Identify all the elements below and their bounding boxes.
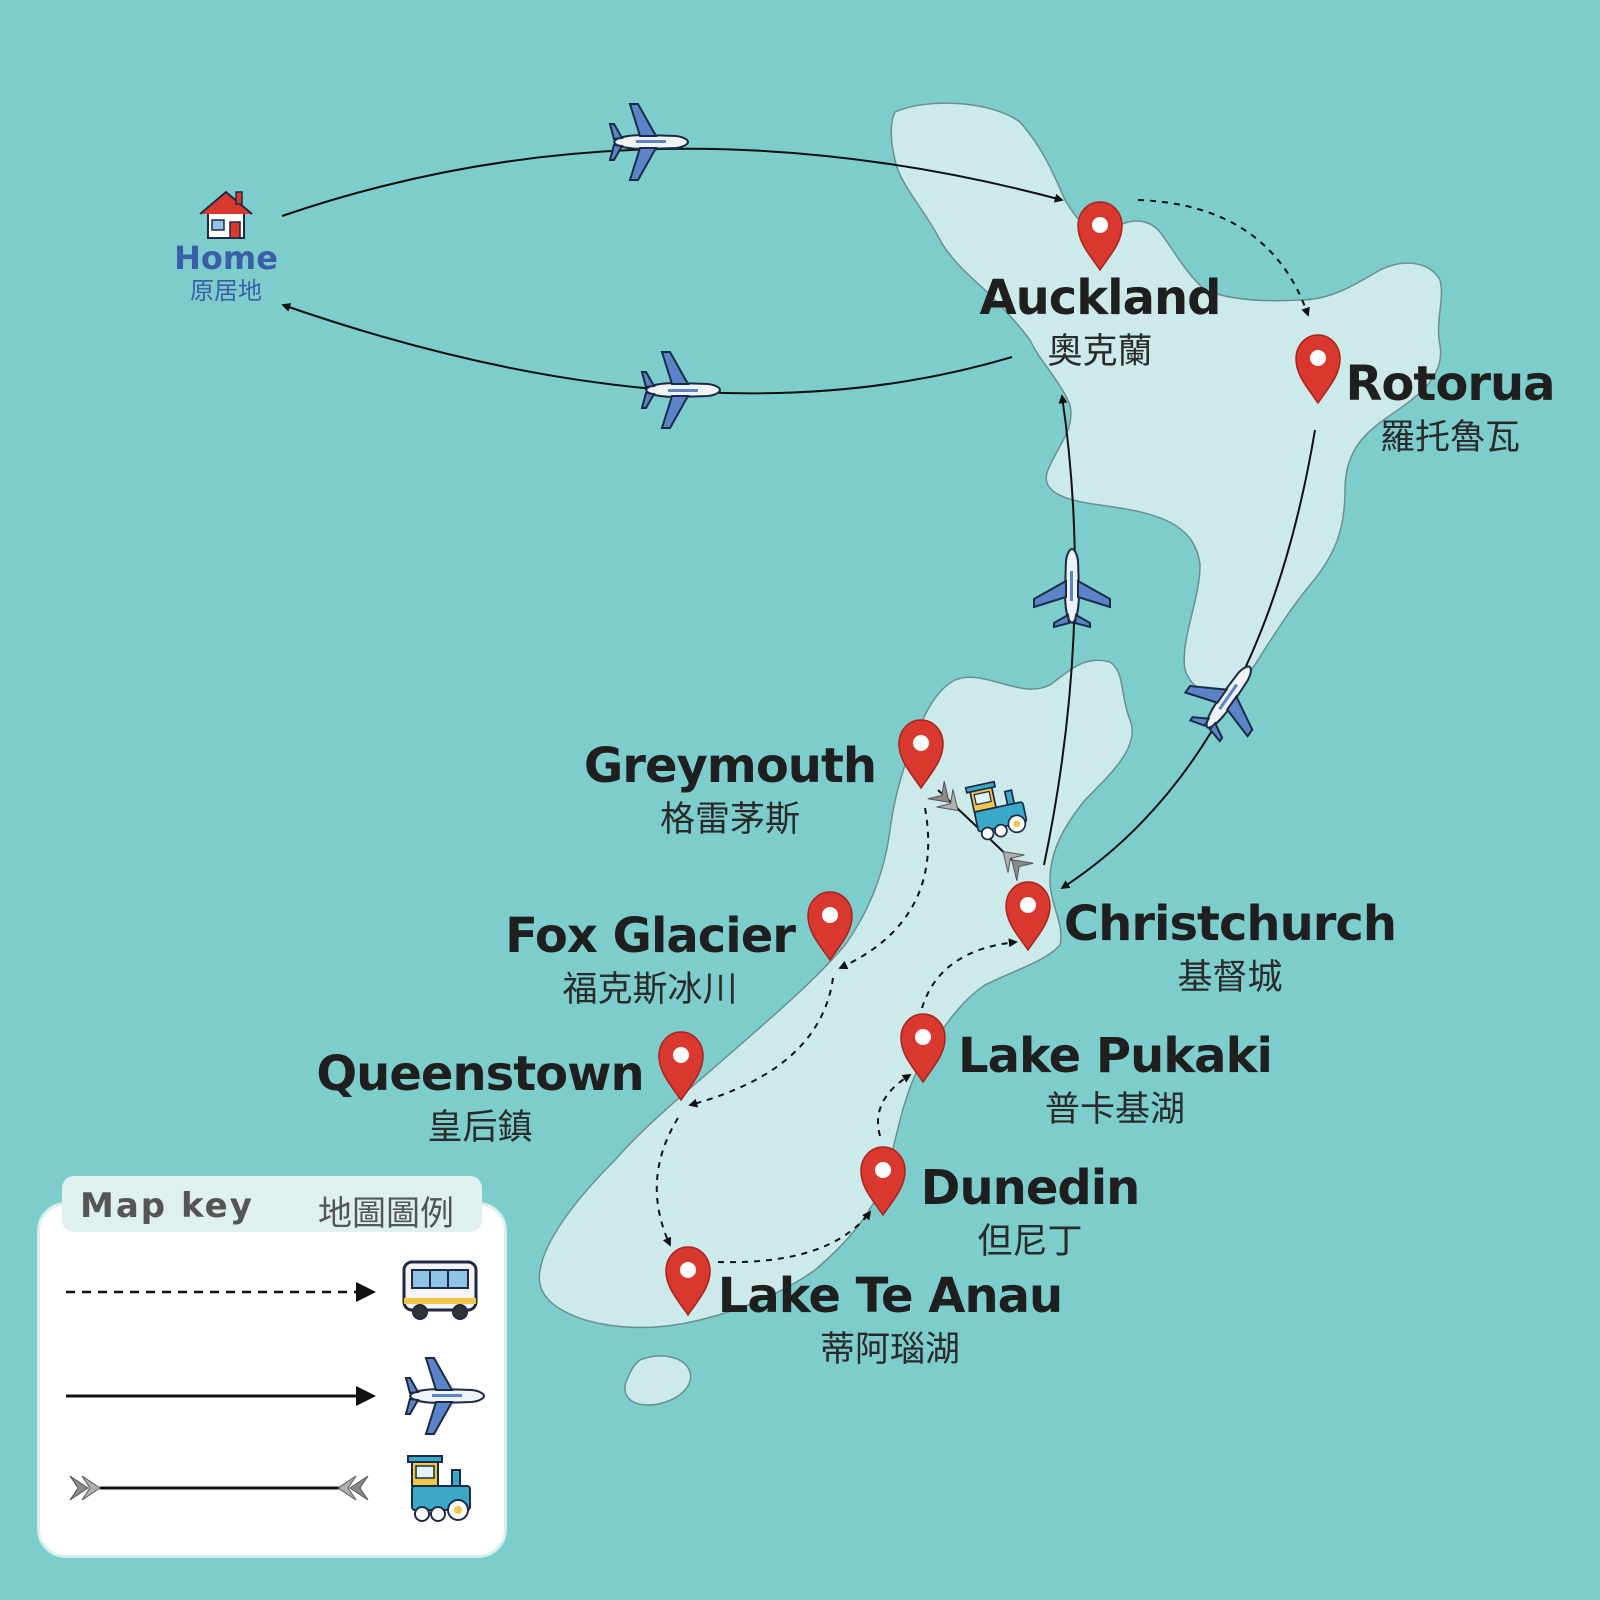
north-island [890, 102, 1443, 694]
place-name-zh: 普卡基湖 [1044, 1090, 1185, 1130]
route-teanau-dunedin [717, 1210, 872, 1264]
plane-icon [641, 351, 721, 429]
plane-icon [1033, 548, 1111, 628]
plane-icon [609, 103, 689, 181]
home-name-zh: 原居地 [190, 277, 262, 305]
place-name-zh: 福克斯冰川 [562, 970, 738, 1010]
place-name: Christchurch [1063, 896, 1397, 952]
place-name: Lake Te Anau [717, 1268, 1063, 1324]
place-name: Auckland [979, 270, 1221, 326]
place-name-zh: 格雷茅斯 [659, 800, 800, 840]
label-dunedin: Dunedin 但尼丁 [910, 1162, 1150, 1264]
stewart-island [624, 1355, 692, 1406]
place-name-zh: 但尼丁 [977, 1222, 1083, 1262]
label-queenstown: Queenstown 皇后鎮 [310, 1048, 650, 1150]
route-pukaki-christchurch [921, 938, 1018, 1009]
route-dunedin-pukaki [877, 1074, 912, 1137]
place-name-zh: 奧克蘭 [1047, 332, 1153, 372]
label-greymouth: Greymouth 格雷茅斯 [580, 740, 880, 842]
label-rotorua: Rotorua 羅托魯瓦 [1330, 358, 1570, 460]
route-greymouth-foxglacier [838, 807, 930, 970]
route-christchurch-auckland [1043, 394, 1076, 866]
label-lake-te-anau: Lake Te Anau 蒂阿瑙湖 [710, 1270, 1070, 1372]
place-name: Dunedin [920, 1160, 1141, 1216]
place-name-zh: 羅托魯瓦 [1379, 418, 1520, 458]
route-foxglacier-queenstown [688, 977, 834, 1108]
map-key-title: Map key [80, 1186, 254, 1226]
map-key-title-zh: 地圖圖例 [318, 1194, 454, 1234]
label-christchurch: Christchurch 基督城 [1050, 898, 1410, 1000]
place-name: Lake Pukaki [958, 1028, 1273, 1084]
label-lake-pukaki: Lake Pukaki 普卡基湖 [950, 1030, 1280, 1132]
place-name: Rotorua [1345, 356, 1555, 412]
place-name: Fox Glacier [505, 908, 796, 964]
place-name: Queenstown [316, 1046, 644, 1102]
place-name: Greymouth [583, 738, 877, 794]
place-name-zh: 皇后鎮 [427, 1108, 533, 1148]
map-key [40, 1205, 504, 1555]
home-label: Home 原居地 [150, 240, 302, 306]
label-auckland: Auckland 奧克蘭 [950, 272, 1250, 374]
place-name-zh: 基督城 [1177, 958, 1283, 998]
route-queenstown-teanau [655, 1117, 679, 1247]
home-name: Home [174, 239, 278, 277]
route-christchurch-greymouth [937, 789, 1013, 861]
label-fox-glacier: Fox Glacier 福克斯冰川 [490, 910, 810, 1012]
house-icon [199, 190, 253, 239]
map-key-header [62, 1176, 482, 1232]
place-name-zh: 蒂阿瑙湖 [819, 1330, 960, 1370]
